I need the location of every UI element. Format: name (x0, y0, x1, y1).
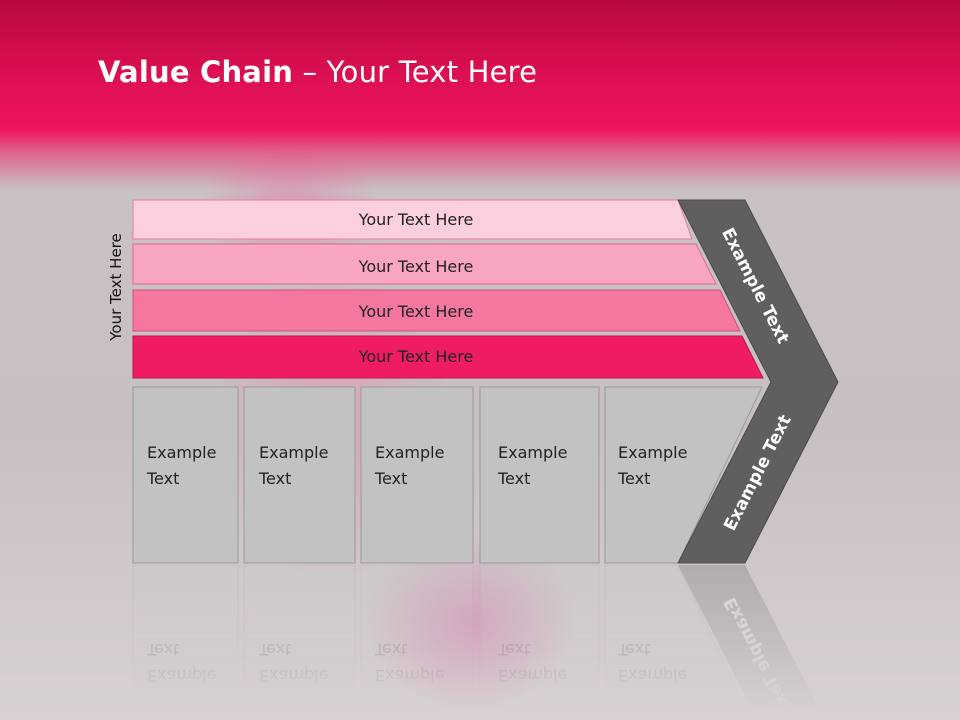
chevron-arrow (677, 199, 839, 564)
bar-1-label: Your Text Here (358, 209, 474, 229)
bar-1 (132, 199, 693, 240)
reflection-box-3-label: Example Text (375, 640, 445, 685)
bar-4 (132, 335, 764, 379)
box-2-label: Example Text (259, 443, 329, 488)
box-4 (479, 386, 600, 564)
box-5-label: Example Text (618, 443, 688, 488)
bar-3-label: Your Text Here (358, 301, 474, 321)
box-3-label: Example Text (375, 443, 445, 488)
box-3 (360, 386, 474, 564)
reflection-box-4-label: Example Text (498, 640, 568, 685)
box-1 (132, 386, 239, 564)
title-bold: Value Chain (98, 55, 294, 89)
bar-2 (132, 243, 717, 285)
slide-title: Value Chain – Your Text Here (98, 55, 537, 89)
reflection-box-2-label: Example Text (259, 640, 329, 685)
bar-2-label: Your Text Here (358, 256, 474, 276)
reflection-box-5-label: Example Text (618, 640, 688, 685)
bar-3 (132, 289, 741, 332)
bar-4-label: Your Text Here (358, 346, 474, 366)
title-rest: – Your Text Here (293, 55, 538, 89)
box-2 (243, 386, 356, 564)
header-band (0, 0, 960, 190)
reflection-box-1-label: Example Text (147, 640, 217, 685)
reflection-shapes (132, 565, 838, 720)
box-4-label: Example Text (498, 443, 568, 488)
box-1-label: Example Text (147, 443, 217, 488)
diagram-reflection: Example Text Example Text Example Text E… (0, 565, 960, 720)
